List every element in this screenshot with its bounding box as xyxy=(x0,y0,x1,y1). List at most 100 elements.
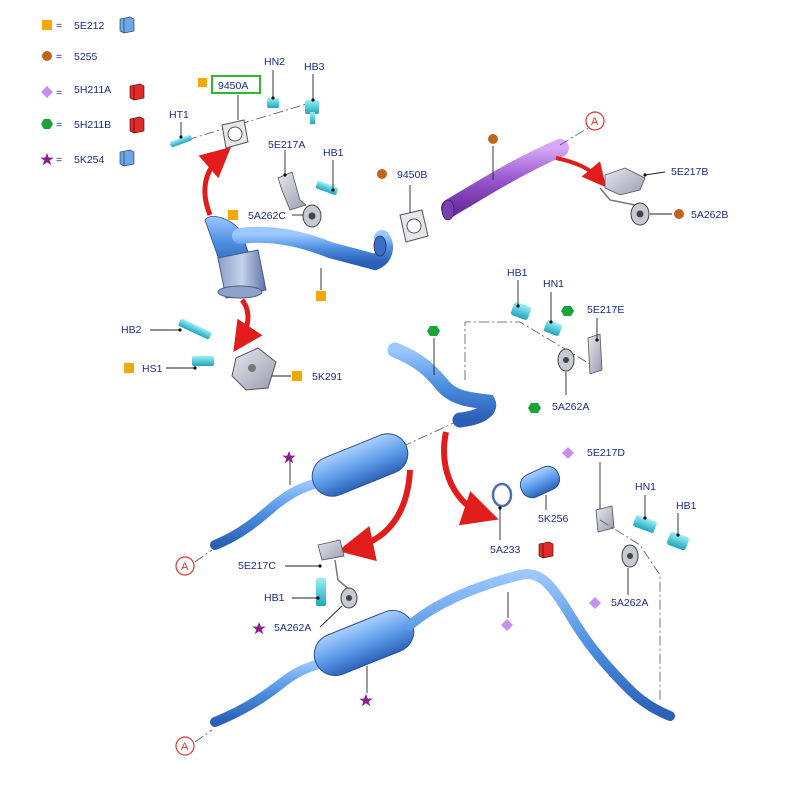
catalytic-converter xyxy=(204,216,394,301)
label-5k291: 5K291 xyxy=(312,371,343,383)
label-hb2: HB2 xyxy=(121,324,142,336)
hexagon-marker-icon xyxy=(561,306,574,316)
nut-hn1-mid: HN1 xyxy=(543,278,564,336)
circle-marker-icon xyxy=(674,209,684,219)
label-hn1-mid: HN1 xyxy=(543,278,564,290)
red-arrow xyxy=(233,298,263,352)
svg-text:A: A xyxy=(181,741,189,753)
label-hb1-low: HB1 xyxy=(676,500,697,512)
label-5e217d: 5E217D xyxy=(587,447,625,459)
bracket-5e217e: 5E217E 5A262A xyxy=(528,304,624,413)
label-hb1-left: HB1 xyxy=(264,592,285,604)
legend-item-5k254: = 5K254 xyxy=(40,149,135,167)
label-5a262b: 5A262B xyxy=(691,209,728,221)
red-arrow xyxy=(198,147,231,216)
square-marker-icon xyxy=(316,291,326,301)
legend: = 5E212 = 5255 = 5H211A = 5H211B xyxy=(40,16,145,167)
bracket-5e217c: 5E217C xyxy=(238,539,358,609)
label-5a233: 5A233 xyxy=(490,544,521,556)
hexagon-marker-icon xyxy=(528,403,541,413)
legend-item-5255: = 5255 xyxy=(42,51,98,63)
svg-text:=: = xyxy=(56,87,62,99)
label-group-5a262a-low: 5A262A xyxy=(589,568,648,609)
bracket-5k291: 5K291 xyxy=(231,347,343,391)
label-hb1-top: HB1 xyxy=(323,147,344,159)
square-marker-icon xyxy=(228,210,238,220)
svg-text:=: = xyxy=(56,51,62,63)
clamp-5a233: 5A233 xyxy=(490,482,554,559)
label-ht1: HT1 xyxy=(169,109,189,121)
svg-text:=: = xyxy=(56,154,62,166)
label-hb3: HB3 xyxy=(304,61,325,73)
legend-item-5h211a: = 5H211A xyxy=(41,83,145,101)
label-ref-a: A xyxy=(591,116,599,128)
ref-a-circle-left-lower: A xyxy=(175,736,195,756)
red-arrow xyxy=(555,156,607,188)
gasket-9450b: 9450B xyxy=(377,169,429,243)
legend-code: 5255 xyxy=(74,51,98,63)
legend-item-5h211b: = 5H211B xyxy=(41,116,145,134)
label-5a262a-mid: 5A262A xyxy=(552,401,589,413)
gasket-9450a: 9450A xyxy=(198,75,261,149)
label-5e217b: 5E217B xyxy=(671,166,708,178)
bolt-hb1-left: HB1 xyxy=(264,578,326,606)
hexagon-marker-icon xyxy=(427,326,440,336)
red-book-icon xyxy=(129,83,145,101)
center-pipe xyxy=(387,326,497,428)
blue-book-icon xyxy=(119,149,135,167)
star-marker-icon xyxy=(252,622,266,635)
circle-marker-icon xyxy=(488,134,498,144)
legend-code: 5H211A xyxy=(74,84,111,96)
legend-code: 5E212 xyxy=(74,20,105,32)
diamond-marker-icon xyxy=(562,447,574,459)
square-marker-icon xyxy=(124,363,134,373)
bolt-hb1-low: HB1 xyxy=(667,500,697,551)
rear-muffler-lower: A xyxy=(175,569,675,756)
square-marker-icon xyxy=(292,371,302,381)
red-book-icon xyxy=(538,541,554,559)
red-arrow xyxy=(337,469,413,562)
hexagon-marker-icon xyxy=(41,119,53,129)
nut-hn2: HN2 xyxy=(264,56,285,108)
bolt-hb1-top: HB1 xyxy=(315,147,344,195)
square-marker-icon xyxy=(198,78,207,87)
red-arrow xyxy=(441,431,499,526)
label-5e217c: 5E217C xyxy=(238,560,276,572)
ref-a-circle-left-upper: A xyxy=(175,556,195,576)
label-5a262a-left: 5A262A xyxy=(274,622,311,634)
label-hn2: HN2 xyxy=(264,56,285,68)
ref-a-circle-top: A xyxy=(585,111,605,131)
svg-text:=: = xyxy=(56,119,62,131)
red-book-icon xyxy=(129,116,145,134)
rear-muffler-upper: A xyxy=(175,433,409,576)
label-9450a: 9450A xyxy=(218,80,248,92)
label-hs1: HS1 xyxy=(142,363,163,375)
blue-book-icon xyxy=(119,16,135,34)
bolt-hb2: HB2 xyxy=(121,318,212,340)
bracket-5e217a: 5E217A xyxy=(268,139,322,228)
circle-marker-icon xyxy=(377,169,387,179)
label-5a262a-low: 5A262A xyxy=(611,597,648,609)
label-5a262c: 5A262C xyxy=(248,210,286,222)
star-marker-icon xyxy=(40,153,54,166)
star-marker-icon xyxy=(359,694,373,707)
svg-text:=: = xyxy=(56,20,62,32)
legend-item-5e212: = 5E212 xyxy=(42,16,135,34)
diamond-marker-icon xyxy=(501,619,513,631)
stud-hs1: HS1 xyxy=(124,356,214,375)
bolt-hb1-mid: HB1 xyxy=(507,267,532,320)
label-5k256: 5K256 xyxy=(538,513,569,525)
sleeve-5k256: 5K256 xyxy=(519,465,569,525)
label-hb1-mid: HB1 xyxy=(507,267,528,279)
bolt-hb3: HB3 xyxy=(304,61,325,124)
bracket-5e217b: 5E217B 5A262B xyxy=(599,166,728,226)
square-marker-icon xyxy=(42,20,52,30)
stud-ht1: HT1 xyxy=(169,109,192,148)
label-5e217e: 5E217E xyxy=(587,304,624,316)
label-5e217a: 5E217A xyxy=(268,139,305,151)
label-hn1-low: HN1 xyxy=(635,481,656,493)
legend-code: 5K254 xyxy=(74,154,105,166)
bracket-5e217d: 5E217D xyxy=(562,447,661,700)
front-section: HT1 9450A HN2 HB3 xyxy=(121,56,728,391)
